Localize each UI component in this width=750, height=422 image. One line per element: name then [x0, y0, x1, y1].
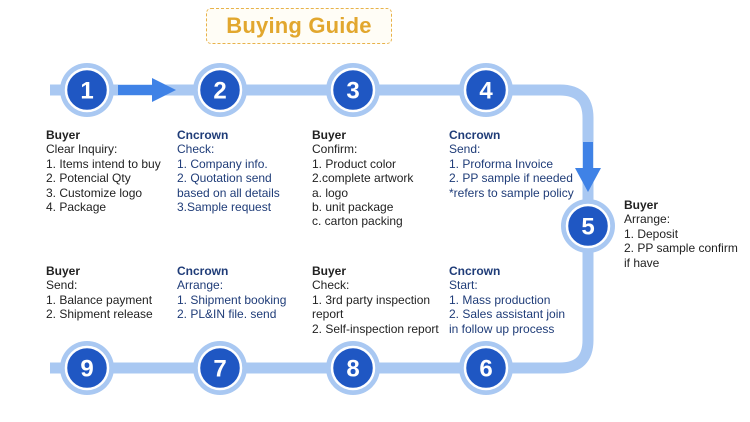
- title-box: Buying Guide: [206, 8, 392, 44]
- step-line: in follow up process: [449, 321, 555, 336]
- step-circle-core: [197, 345, 243, 391]
- step-line: based on all details: [177, 185, 280, 200]
- step-circle-9: 9: [60, 341, 114, 395]
- step-circle-core: [330, 345, 376, 391]
- step-line: 1. Company info.: [177, 156, 268, 171]
- step-party: Buyer: [624, 198, 659, 212]
- step-line: c. carton packing: [312, 214, 403, 229]
- step-number: 6: [479, 356, 492, 383]
- diagram-title: Buying Guide: [226, 13, 372, 38]
- step-line: 3. Customize logo: [46, 185, 143, 200]
- step-party: Cncrown: [449, 128, 501, 142]
- step-line: if have: [624, 255, 660, 270]
- step-line: 1. Product color: [312, 156, 397, 171]
- step-heading: Check:: [177, 142, 215, 157]
- step-heading: Send:: [46, 278, 78, 293]
- step-number: 2: [213, 78, 226, 105]
- step-line: report: [312, 307, 344, 322]
- step-line: 1. Proforma Invoice: [449, 156, 554, 171]
- step-line: 1. Mass production: [449, 292, 551, 307]
- step-circle-core: [330, 67, 376, 113]
- step-line: 2.complete artwork: [312, 171, 414, 186]
- step-circle-3: 3: [326, 63, 380, 117]
- step-number: 7: [213, 356, 226, 383]
- step-number: 5: [581, 214, 594, 241]
- step-circle-7: 7: [193, 341, 247, 395]
- step-circle-5: 5: [561, 199, 615, 253]
- step-line: 1. Deposit: [624, 226, 679, 241]
- step-heading: Confirm:: [312, 142, 358, 157]
- step-party: Cncrown: [177, 264, 229, 278]
- arrow-down-icon: [575, 142, 601, 192]
- step-line: 1. Items intend to buy: [46, 156, 161, 171]
- step-circle-core: [565, 203, 611, 249]
- step-circle-6: 6: [459, 341, 513, 395]
- step-heading: Clear Inquiry:: [46, 142, 118, 157]
- arrow-right-icon: [118, 78, 176, 102]
- step-circle-core: [463, 67, 509, 113]
- step-line: 2. Shipment release: [46, 307, 153, 322]
- step-circle-1: 1: [60, 63, 114, 117]
- step-circle-core: [197, 67, 243, 113]
- step-line: 2. Potencial Qty: [46, 171, 131, 186]
- step-line: 2. PP sample confirm: [624, 241, 738, 256]
- step-line: 1. Balance payment: [46, 292, 153, 307]
- step-line: 3.Sample request: [177, 200, 272, 215]
- step-line: 1. 3rd party inspection: [312, 292, 431, 307]
- step-number: 4: [479, 78, 493, 105]
- step-party: Cncrown: [177, 128, 229, 142]
- step-number: 8: [346, 356, 359, 383]
- step-circle-core: [64, 67, 110, 113]
- step-number: 9: [80, 356, 93, 383]
- step-line: *refers to sample policy: [449, 185, 574, 200]
- step-line: a. logo: [312, 185, 349, 200]
- step-line: 1. Shipment booking: [177, 292, 287, 307]
- step-party: Buyer: [46, 128, 81, 142]
- step-heading: Arrange:: [624, 212, 671, 227]
- step-circle-core: [463, 345, 509, 391]
- step-party: Buyer: [312, 128, 347, 142]
- step-heading: Start:: [449, 278, 478, 293]
- step-circle-2: 2: [193, 63, 247, 117]
- step-circle-core: [64, 345, 110, 391]
- step-heading: Send:: [449, 142, 481, 157]
- step-line: 2. Quotation send: [177, 171, 272, 186]
- step-line: 4. Package: [46, 200, 107, 215]
- step-circle-8: 8: [326, 341, 380, 395]
- step-line: 2. Self-inspection report: [312, 321, 439, 336]
- step-number: 1: [80, 78, 93, 105]
- step-party: Buyer: [46, 264, 81, 278]
- step-line: 2. PL&IN file. send: [177, 307, 277, 322]
- step-party: Cncrown: [449, 264, 501, 278]
- step-circle-4: 4: [459, 63, 513, 117]
- step-line: 2. PP sample if needed: [449, 171, 573, 186]
- step-line: b. unit package: [312, 200, 394, 215]
- step-heading: Arrange:: [177, 278, 224, 293]
- step-heading: Check:: [312, 278, 350, 293]
- step-number: 3: [346, 78, 359, 105]
- step-party: Buyer: [312, 264, 347, 278]
- step-line: 2. Sales assistant join: [449, 307, 566, 322]
